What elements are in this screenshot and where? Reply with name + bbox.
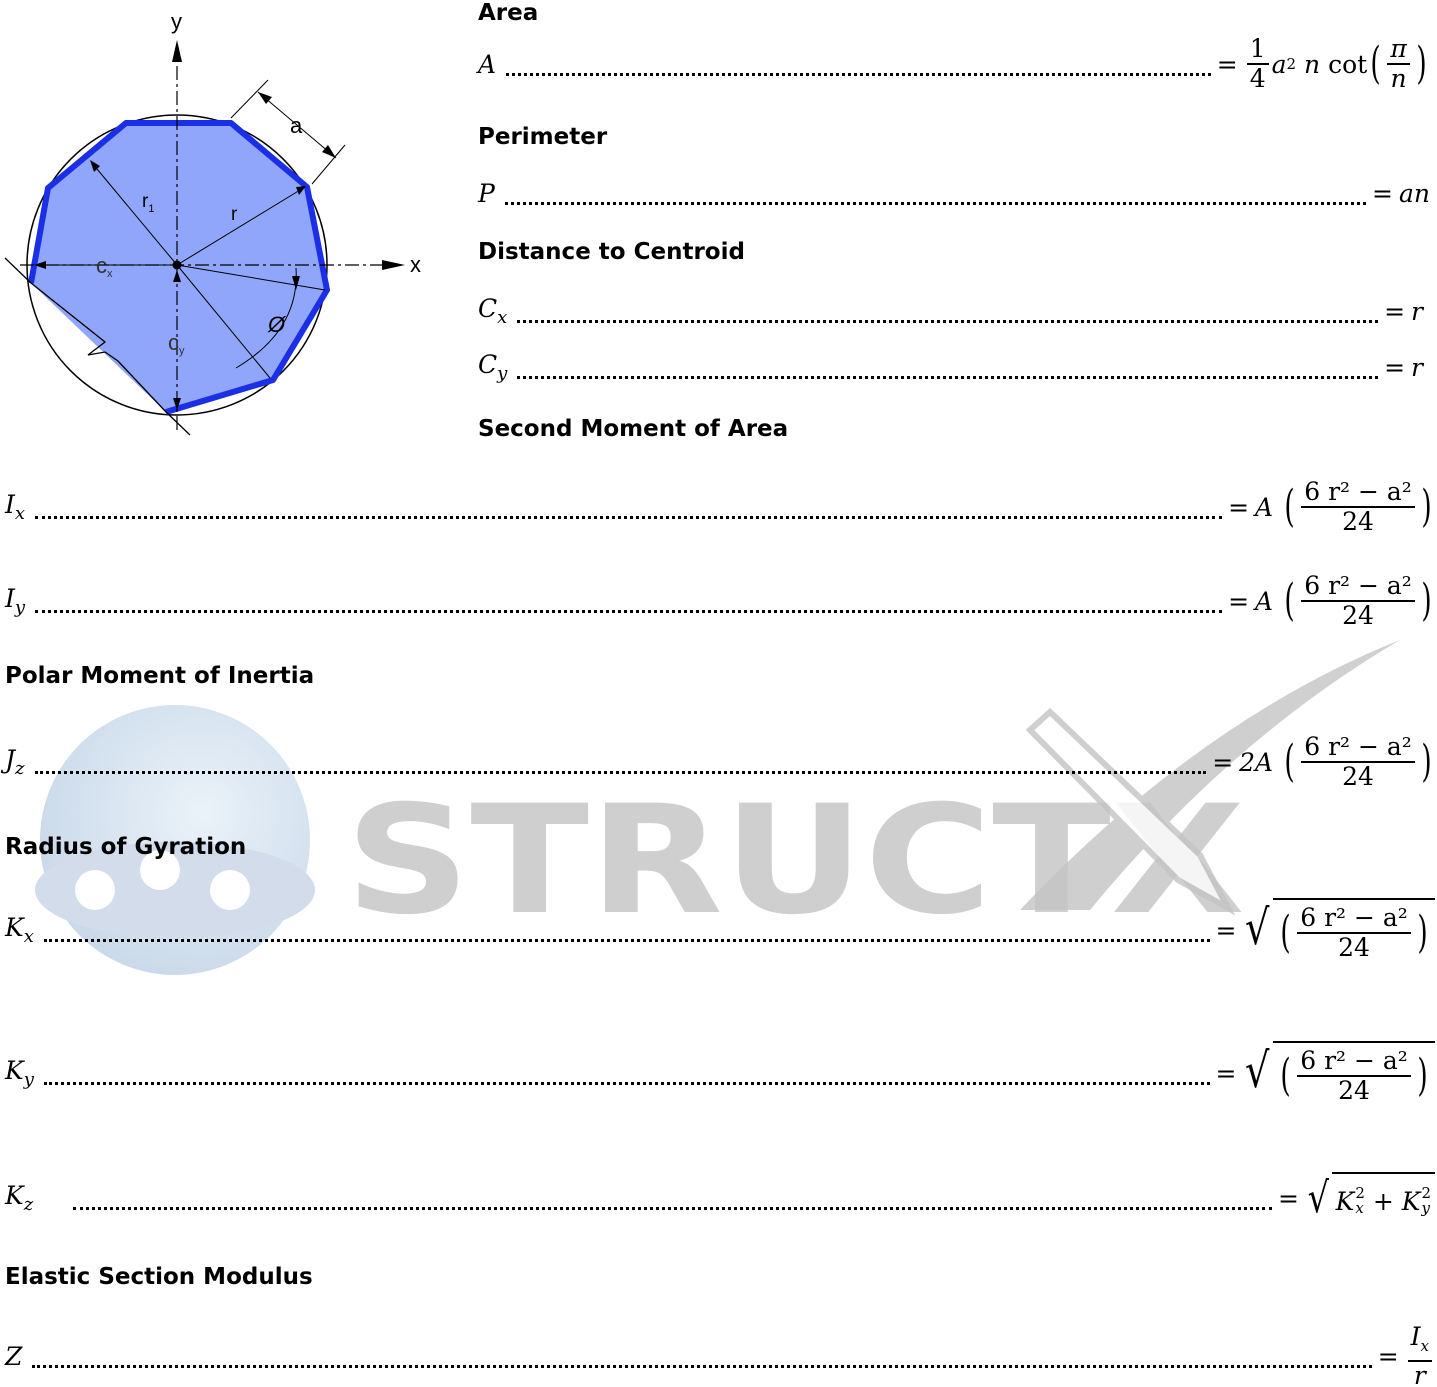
formula-cx: Cx = r — [478, 281, 1423, 341]
z-symbol: Z — [5, 1341, 23, 1371]
leader-dots — [517, 375, 1379, 379]
leader-dots — [32, 1364, 1372, 1368]
circumradius-line — [176, 186, 306, 266]
heading-area: Area — [478, 0, 539, 26]
polygon-section-diagram: y x a r r1 cx cy Ø — [4, 9, 421, 436]
leader-dots — [34, 770, 1207, 774]
cy-symbol: Cy — [478, 350, 508, 384]
formula-cy: Cy = r — [478, 337, 1423, 397]
leader-dots — [504, 201, 1367, 205]
equals-sign: = — [1277, 1183, 1299, 1213]
angle-ray-1 — [176, 264, 326, 291]
side-ext-1 — [230, 79, 269, 119]
equals-sign: = — [1384, 352, 1406, 382]
equals-sign: = — [1216, 49, 1238, 79]
cx-arrow-icon — [34, 261, 46, 269]
cy-arrow-icon — [173, 398, 181, 410]
equals-sign: = — [1212, 747, 1234, 777]
iy-symbol: Iy — [5, 584, 26, 618]
equals-sign: = — [1228, 492, 1250, 522]
angle-ray-2 — [176, 264, 271, 379]
circumradius-label: r — [231, 204, 238, 225]
heading-modulus: Elastic Section Modulus — [5, 1264, 313, 1290]
kx-symbol: Kx — [5, 913, 34, 947]
cx-expression: r — [1411, 296, 1423, 326]
y-axis-arrow-icon — [172, 40, 182, 62]
side-ext-2 — [311, 144, 346, 185]
leader-dots — [506, 72, 1211, 76]
y-axis-label: y — [171, 9, 182, 34]
leader-dots — [43, 1081, 1210, 1085]
ix-symbol: Ix — [5, 490, 26, 524]
side-arrow-2-icon — [322, 145, 336, 158]
side-label: a — [290, 113, 303, 138]
ky-symbol: Ky — [5, 1056, 34, 1090]
area-symbol: A — [478, 49, 497, 79]
cy-expression: r — [1411, 352, 1423, 382]
x-axis-arrow-icon — [382, 260, 405, 270]
leader-dots — [517, 319, 1379, 323]
section-cut-line — [4, 257, 191, 436]
circumradius-arrow-icon — [296, 186, 306, 195]
equals-sign: = — [1372, 178, 1393, 208]
heading-polar: Polar Moment of Inertia — [5, 663, 315, 689]
cy-label: cy — [168, 330, 185, 357]
equals-sign: = — [1215, 1058, 1237, 1088]
cy-arrow-top-icon — [173, 270, 181, 282]
kz-symbol: Kz — [5, 1181, 34, 1215]
cx-label: cx — [96, 253, 113, 280]
equals-sign: = — [1228, 586, 1250, 616]
equals-sign: = — [1377, 1341, 1399, 1371]
leader-dots — [35, 609, 1223, 613]
heading-perimeter: Perimeter — [478, 124, 608, 150]
x-axis-label: x — [410, 252, 421, 277]
equals-sign: = — [1215, 915, 1237, 945]
angle-arrow-icon — [292, 276, 300, 290]
inradius-line — [91, 162, 178, 266]
perimeter-expression: an — [1398, 178, 1430, 208]
heading-centroid: Distance to Centroid — [478, 239, 745, 265]
leader-dots — [35, 515, 1223, 519]
leader-dots — [43, 938, 1210, 942]
heading-second-moment: Second Moment of Area — [478, 416, 789, 442]
polygon-outline — [28, 120, 330, 415]
perimeter-symbol: P — [478, 178, 495, 208]
inradius-label: r1 — [142, 191, 154, 215]
angle-label: Ø — [267, 312, 287, 337]
side-dimension — [257, 91, 337, 159]
equals-sign: = — [1384, 296, 1406, 326]
heading-gyration: Radius of Gyration — [5, 834, 247, 860]
leader-dots — [73, 1206, 1272, 1210]
formula-perimeter: P = an — [478, 163, 1430, 223]
side-arrow-1-icon — [258, 92, 272, 104]
inradius-arrow-icon — [90, 160, 100, 172]
cx-symbol: Cx — [478, 294, 508, 328]
jz-symbol: Jz — [5, 745, 25, 779]
